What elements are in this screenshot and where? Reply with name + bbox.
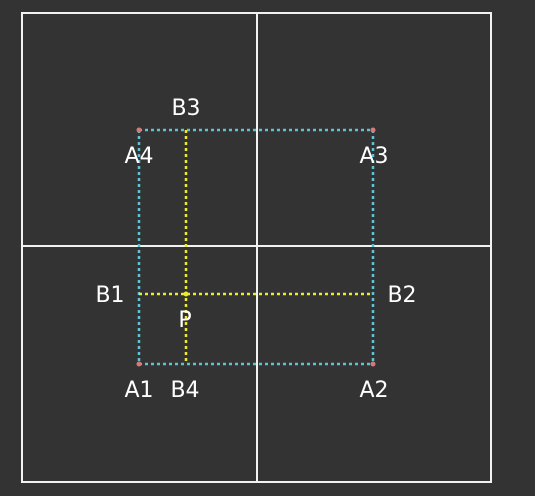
- point-a1: [136, 361, 142, 367]
- label-a3: A3: [359, 144, 388, 169]
- label-a4: A4: [124, 144, 153, 169]
- point-a2: [370, 361, 376, 367]
- point-a4: [136, 127, 142, 133]
- label-b4: B4: [170, 378, 199, 403]
- label-b3: B3: [171, 96, 200, 121]
- label-b1: B1: [95, 283, 124, 308]
- label-a1: A1: [124, 378, 153, 403]
- point-p: [183, 291, 189, 297]
- label-a2: A2: [359, 378, 388, 403]
- label-p: P: [178, 308, 191, 333]
- label-b2: B2: [387, 283, 416, 308]
- point-a3: [370, 127, 376, 133]
